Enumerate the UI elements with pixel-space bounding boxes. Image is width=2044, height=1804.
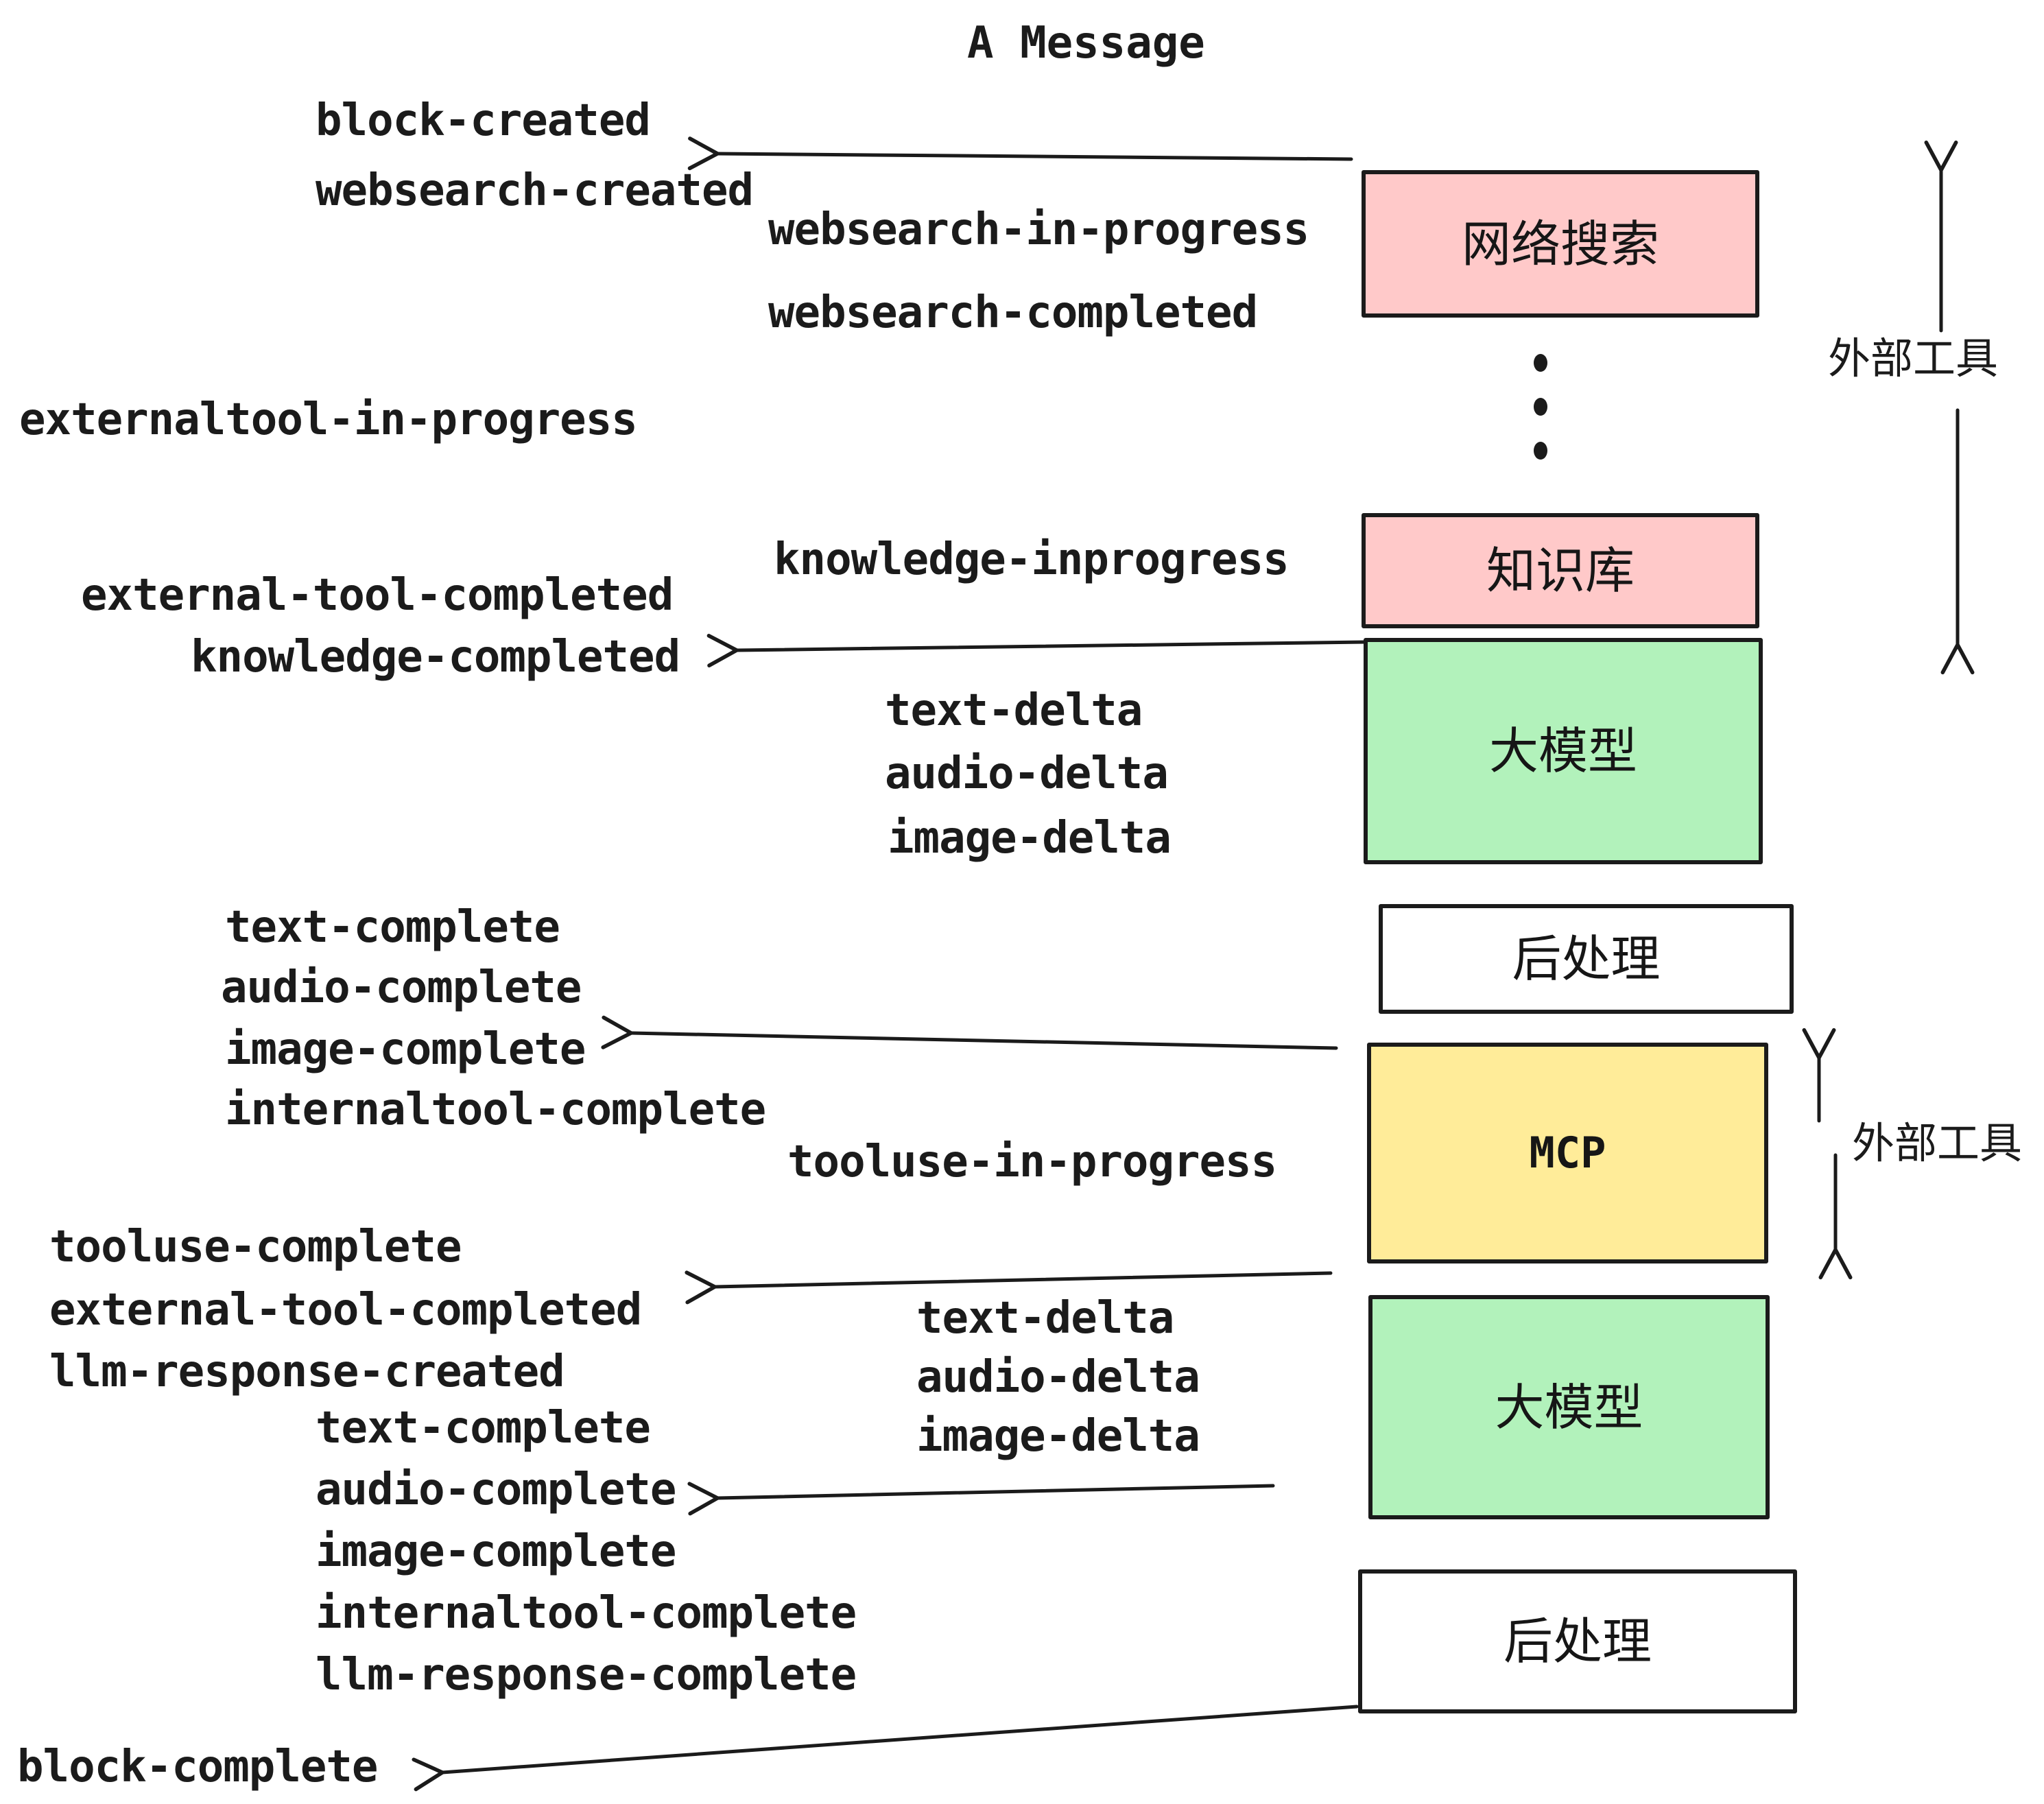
label-text-complete-1: text-complete bbox=[225, 902, 560, 953]
llm-box-2: 大模型 bbox=[1368, 1295, 1770, 1519]
arrow-websearch-to-block-created bbox=[687, 137, 1353, 171]
llm-box-1-label: 大模型 bbox=[1488, 722, 1637, 780]
websearch-box: 网络搜索 bbox=[1362, 170, 1759, 318]
mcp-box: MCP bbox=[1367, 1043, 1768, 1263]
label-block-created: block-created bbox=[316, 95, 651, 146]
label-block-complete: block-complete bbox=[17, 1742, 378, 1792]
label-tooluse-in-progress: tooluse-in-progress bbox=[787, 1137, 1277, 1187]
diagram-title: A Message bbox=[967, 18, 1205, 69]
label-audio-delta-1: audio-delta bbox=[885, 748, 1169, 799]
websearch-box-label: 网络搜索 bbox=[1461, 215, 1659, 273]
label-text-delta-1: text-delta bbox=[885, 685, 1143, 736]
label-externaltool-in-progress: externaltool-in-progress bbox=[19, 394, 638, 445]
label-image-complete-1: image-complete bbox=[225, 1024, 586, 1075]
label-external-tool-completed: external-tool-completed bbox=[81, 570, 674, 621]
label-image-complete-2: image-complete bbox=[316, 1526, 676, 1577]
arrow-llm2-to-audio-complete bbox=[687, 1482, 1275, 1516]
label-websearch-created: websearch-created bbox=[316, 165, 754, 216]
label-image-delta-1: image-delta bbox=[888, 813, 1172, 864]
label-text-complete-2: text-complete bbox=[316, 1403, 651, 1453]
label-websearch-in-progress: websearch-in-progress bbox=[768, 204, 1309, 255]
label-audio-complete-1: audio-complete bbox=[221, 962, 582, 1013]
postprocess-box-2: 后处理 bbox=[1358, 1569, 1797, 1713]
arrow-postprocess1-to-image-complete bbox=[601, 1015, 1338, 1050]
label-websearch-completed: websearch-completed bbox=[768, 287, 1258, 338]
knowledge-box: 知识库 bbox=[1362, 513, 1759, 628]
llm-box-2-label: 大模型 bbox=[1495, 1378, 1643, 1436]
arrow-llm1-to-knowledge-completed bbox=[706, 634, 1367, 668]
external-tools-bottom-label: 外部工具 bbox=[1852, 1118, 2023, 1168]
postprocess-box-1: 后处理 bbox=[1379, 904, 1794, 1014]
postprocess-box-1-label: 后处理 bbox=[1512, 930, 1661, 988]
label-knowledge-completed: knowledge-completed bbox=[191, 632, 680, 683]
label-external-tool-completed-2: external-tool-completed bbox=[49, 1285, 642, 1336]
label-image-delta-2: image-delta bbox=[916, 1411, 1200, 1462]
label-text-delta-2: text-delta bbox=[916, 1293, 1174, 1344]
label-internaltool-complete-2: internaltool-complete bbox=[316, 1588, 857, 1639]
postprocess-box-2-label: 后处理 bbox=[1503, 1613, 1652, 1670]
label-internaltool-complete-1: internaltool-complete bbox=[225, 1084, 766, 1135]
mcp-box-label: MCP bbox=[1529, 1128, 1606, 1178]
label-llm-response-created: llm-response-created bbox=[49, 1346, 565, 1397]
label-audio-delta-2: audio-delta bbox=[916, 1352, 1200, 1403]
arrow-mcp-to-external-tool-completed bbox=[685, 1270, 1333, 1305]
label-llm-response-complete: llm-response-complete bbox=[316, 1650, 857, 1700]
arrow-postprocess2-to-block-complete bbox=[412, 1705, 1359, 1792]
knowledge-box-label: 知识库 bbox=[1486, 542, 1635, 600]
label-knowledge-inprogress: knowledge-inprogress bbox=[774, 534, 1290, 585]
label-tooluse-complete: tooluse-complete bbox=[49, 1222, 462, 1272]
label-audio-complete-2: audio-complete bbox=[316, 1464, 676, 1515]
llm-box-1: 大模型 bbox=[1364, 638, 1763, 864]
external-tools-top-label: 外部工具 bbox=[1828, 333, 1999, 383]
